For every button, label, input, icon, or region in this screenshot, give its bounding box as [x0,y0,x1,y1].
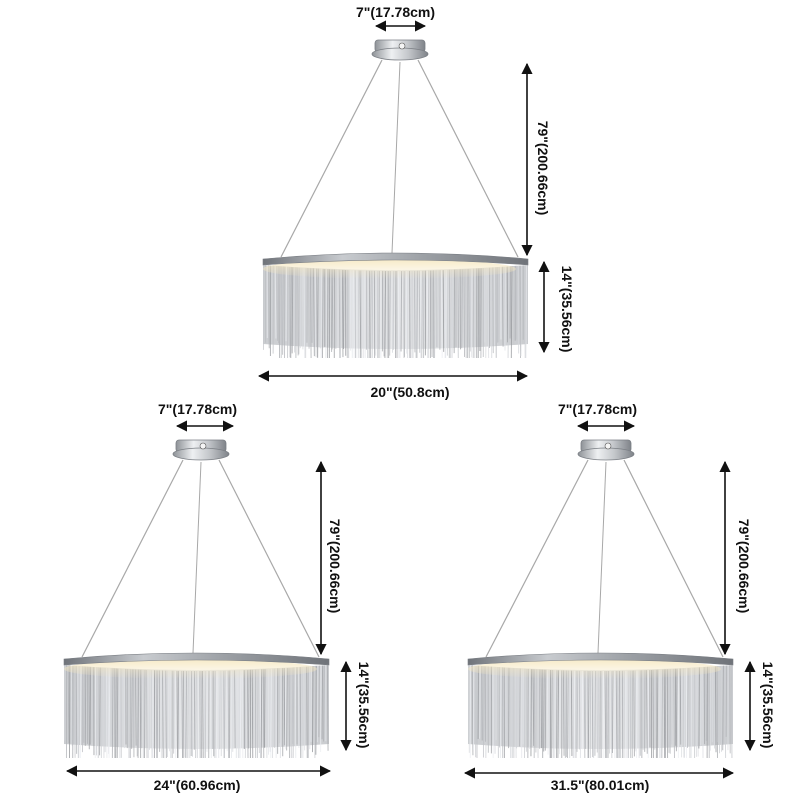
fixture-2-chandelier [64,440,329,758]
canopy-base [173,448,229,460]
fixture-2-fixture-height-label: 14"(35.56cm) [356,655,372,755]
fixture-3-chandelier [468,440,733,758]
fixture-2-diameter-label: 24"(60.96cm) [132,777,262,793]
fixture-1-chandelier [263,40,528,358]
fixture-1-diameter-label: 20"(50.8cm) [350,384,470,400]
canopy-screw [200,443,206,449]
suspension-cable [624,460,723,657]
fixture-1-canopy-width-label: 7"(17.78cm) [356,4,435,20]
fixture-3-drop-height-label: 79"(200.66cm) [736,511,752,621]
suspension-cable [82,460,183,657]
power-cord [598,462,606,653]
fixture-3-diameter-label: 31.5"(80.01cm) [530,777,670,793]
suspension-cable [281,60,382,257]
fixture-1-fixture-height-label: 14"(35.56cm) [559,259,575,359]
power-cord [193,462,201,653]
suspension-cable [418,60,518,257]
fixture-1-drop-height-label: 79"(200.66cm) [535,113,551,223]
canopy-screw [605,443,611,449]
suspension-cable [486,460,588,657]
fixture-3-fixture-height-label: 14"(35.56cm) [760,655,776,755]
fixture-3-canopy-width-label: 7"(17.78cm) [558,401,637,417]
canopy-base [372,48,428,60]
canopy-base [578,448,634,460]
power-cord [392,62,400,253]
fixture-2-canopy-width-label: 7"(17.78cm) [158,401,237,417]
canopy-screw [399,43,405,49]
fixture-2-drop-height-label: 79"(200.66cm) [327,511,343,621]
suspension-cable [219,460,319,657]
